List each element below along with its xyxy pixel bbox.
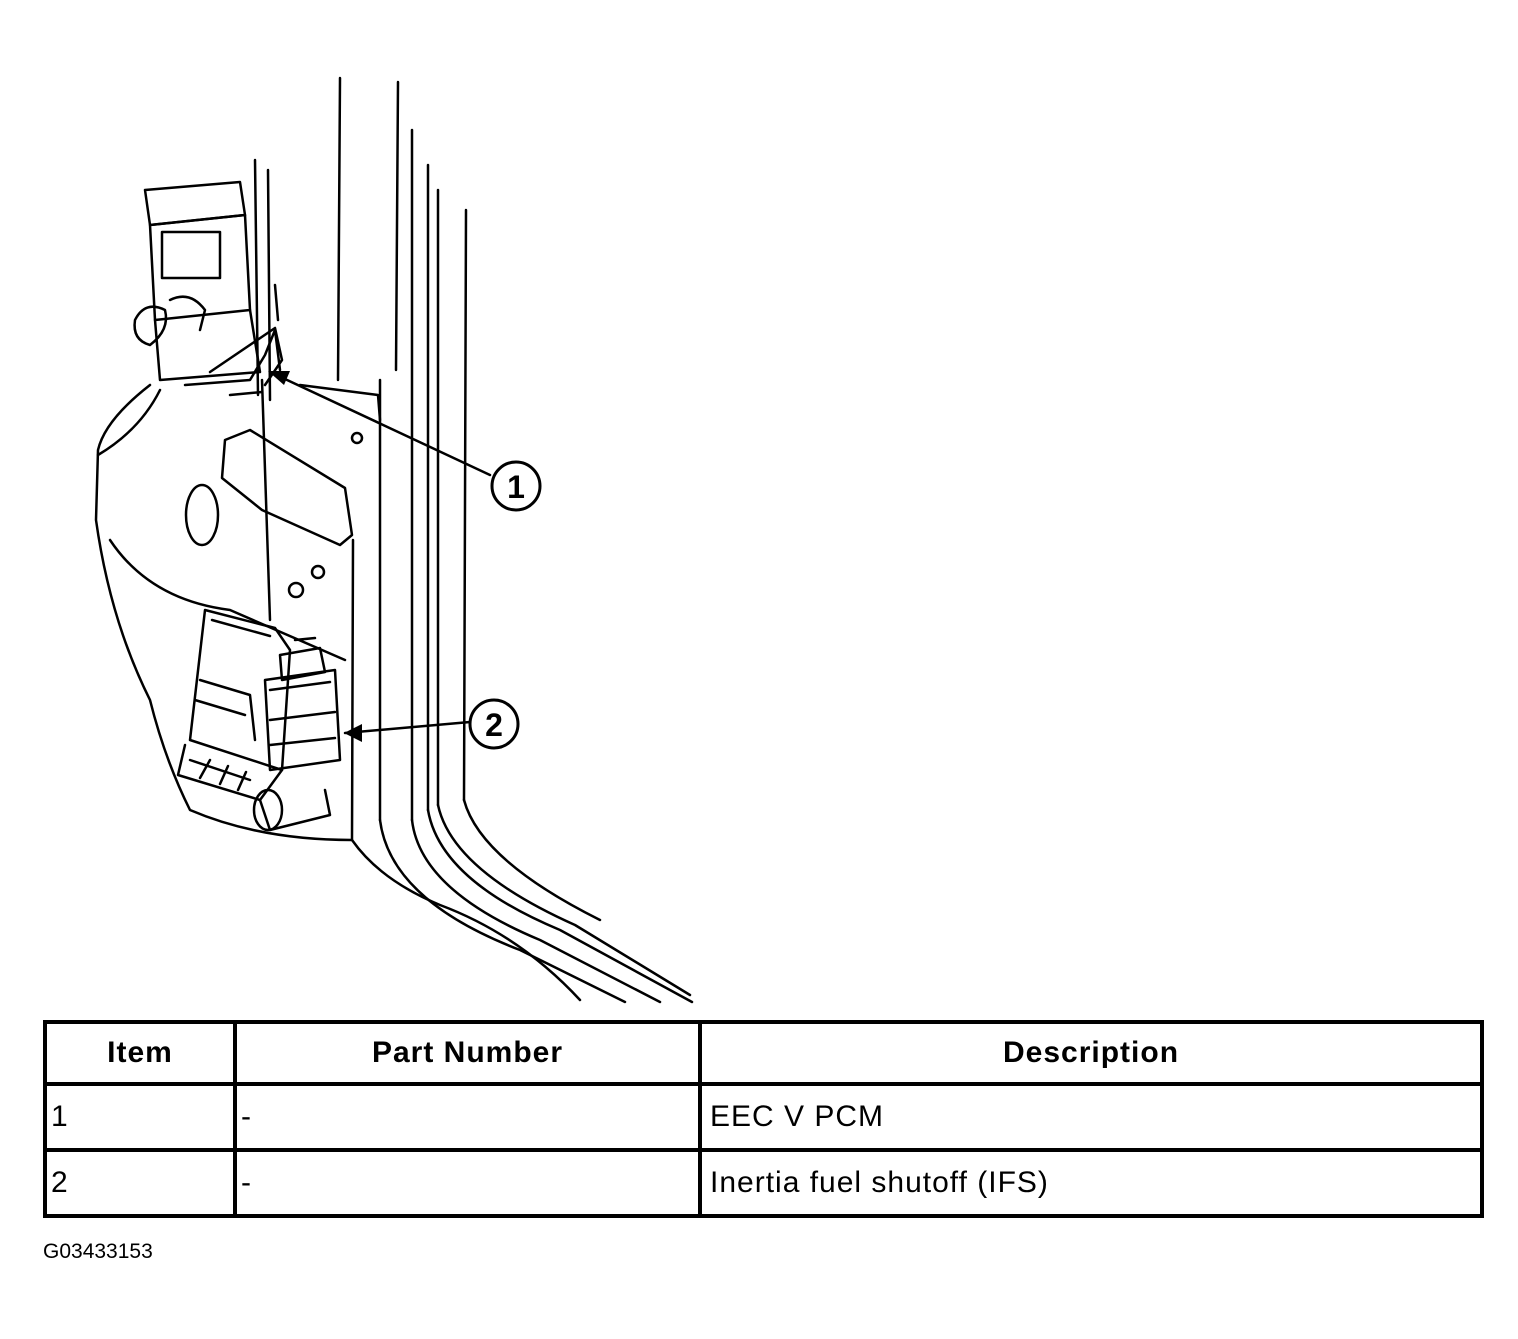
kick-panel-outline xyxy=(94,383,582,1002)
pillar-line xyxy=(350,538,355,842)
pillar-line xyxy=(394,80,400,372)
item-cell: 1 xyxy=(43,1082,237,1152)
pcm-module xyxy=(133,180,284,397)
pillar-line xyxy=(462,208,468,802)
description-cell: Inertia fuel shutoff (IFS) xyxy=(698,1148,1484,1218)
sill-curve xyxy=(410,818,662,1004)
bolt-hole xyxy=(350,431,364,445)
part-number-cell: - xyxy=(233,1082,702,1152)
column-header-description: Description xyxy=(698,1020,1484,1086)
kick-panel-outline xyxy=(108,538,347,662)
callout-label-2: 2 xyxy=(485,707,503,743)
column-header-item: Item xyxy=(43,1020,237,1086)
part-number-cell: - xyxy=(233,1148,702,1218)
bolt-hole xyxy=(310,564,326,580)
figure-code: G03433153 xyxy=(43,1240,153,1263)
bracket xyxy=(266,168,272,402)
bolt-hole xyxy=(287,581,305,599)
callout-label-1: 1 xyxy=(507,469,525,505)
table-header-row: Item Part Number Description xyxy=(43,1020,1484,1086)
item-cell: 2 xyxy=(43,1148,237,1218)
parts-table: Item Part Number Description 1 - EEC V P… xyxy=(43,1020,1484,1218)
column-header-part-number: Part Number xyxy=(233,1020,702,1086)
sill-curve xyxy=(426,808,694,1004)
ifs-switch-module xyxy=(176,608,342,832)
pillar-line xyxy=(336,76,342,382)
bracket xyxy=(260,378,272,622)
sill-curve xyxy=(436,803,692,997)
component-location-illustration: 1 2 xyxy=(94,76,694,1004)
bracket xyxy=(298,383,382,422)
callout-circle-1 xyxy=(490,460,542,512)
table-row: 2 - Inertia fuel shutoff (IFS) xyxy=(43,1148,1484,1218)
bracket xyxy=(220,428,354,547)
access-hole xyxy=(184,483,220,547)
kick-panel-outline xyxy=(96,388,162,457)
table-row: 1 - EEC V PCM xyxy=(43,1082,1484,1152)
arrowhead-1 xyxy=(268,371,290,385)
leader-line-1 xyxy=(268,370,492,477)
description-cell: EEC V PCM xyxy=(698,1082,1484,1152)
sill-curve xyxy=(378,818,627,1004)
arrowhead-2 xyxy=(344,724,362,742)
callout-circle-2 xyxy=(468,698,520,750)
leader-line-2 xyxy=(343,720,472,735)
sill-curve xyxy=(462,798,602,922)
